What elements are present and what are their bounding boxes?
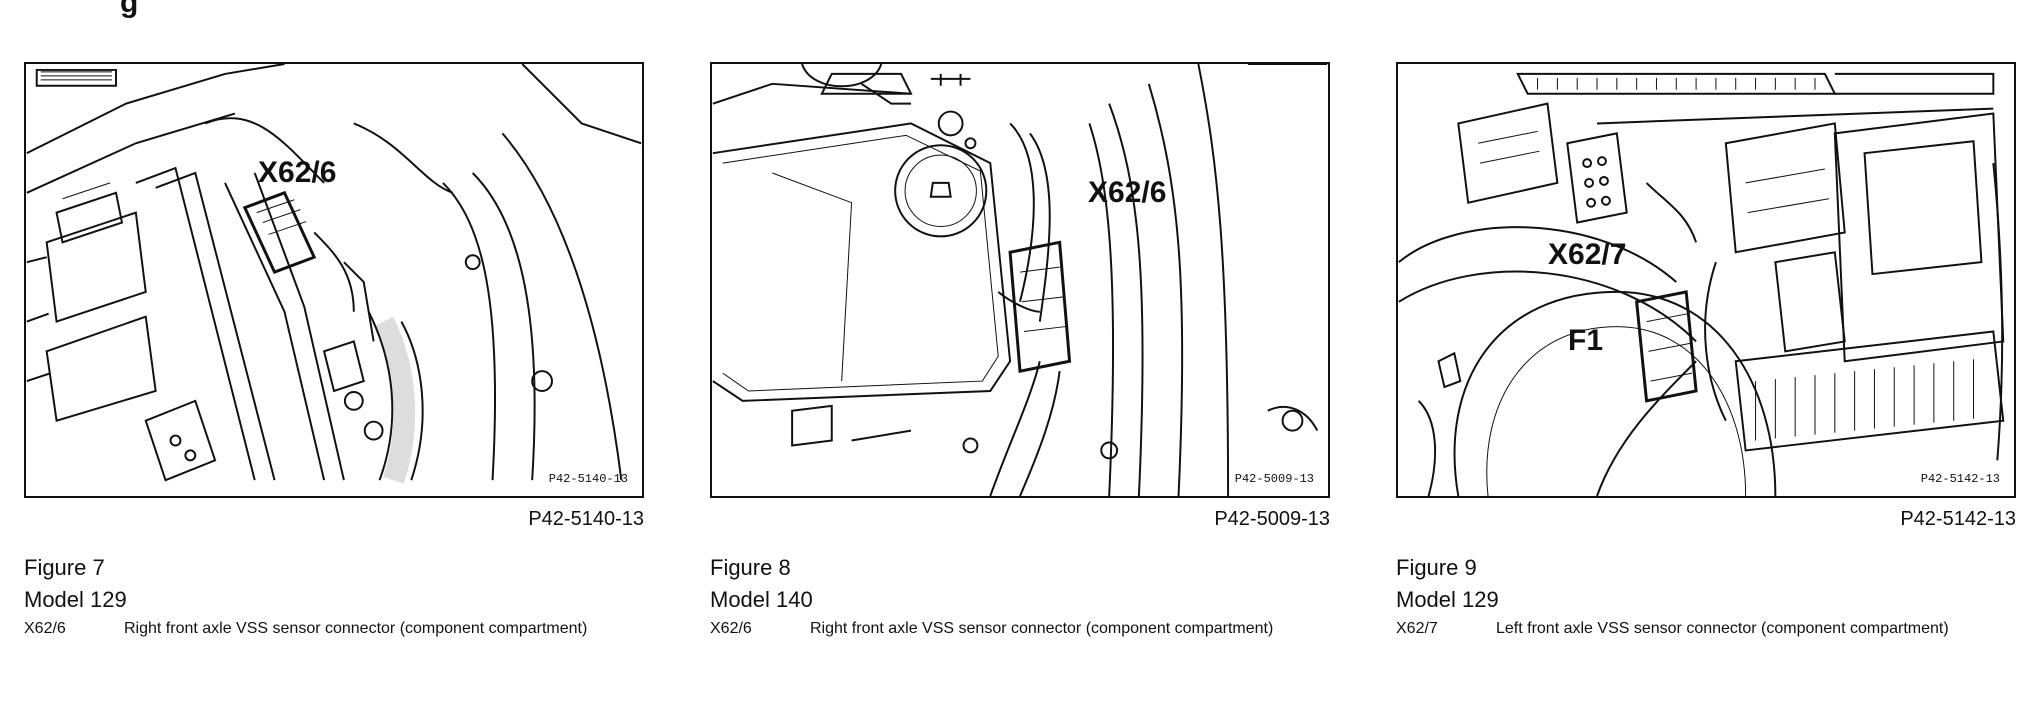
model-label: Model 129: [24, 587, 127, 612]
legend-text: Left front axle VSS sensor connector (co…: [1496, 620, 1949, 637]
legend-entry: X62/7 Left front axle VSS sensor connect…: [1396, 618, 2036, 639]
legend-code: X62/6: [710, 620, 752, 637]
legend-text: Right front axle VSS sensor connector (c…: [810, 620, 1274, 637]
figure-inset-code: P42-5009-13: [1234, 472, 1314, 486]
figure-code: P42-5009-13: [1214, 508, 1330, 530]
figure-code: P42-5140-13: [528, 508, 644, 530]
component-compartment-drawing: [712, 64, 1328, 496]
figure-title: Figure 9: [1396, 555, 1477, 580]
legend-code: X62/6: [24, 620, 66, 637]
figure-title: Figure 7: [24, 555, 105, 580]
figure-inset-code: P42-5142-13: [1920, 472, 2000, 486]
legend-entry: X62/6 Right front axle VSS sensor connec…: [710, 618, 1350, 639]
figure-caption: Figure 8 Model 140 X62/6 Right front axl…: [710, 554, 1350, 639]
engine-bay-drawing: [26, 64, 642, 484]
figure-caption: Figure 9 Model 129 X62/7 Left front axle…: [1396, 554, 2036, 639]
legend-entry: X62/6 Right front axle VSS sensor connec…: [24, 618, 664, 639]
legend-code: X62/7: [1396, 620, 1438, 637]
figure-caption: Figure 7 Model 129 X62/6 Right front axl…: [24, 554, 664, 639]
model-label: Model 140: [710, 587, 813, 612]
callout-label: X62/6: [258, 156, 337, 189]
figure-inset-code: P42-5140-13: [548, 472, 628, 486]
fuse-box-area-drawing: [1398, 72, 2005, 496]
section-heading: g: [120, 0, 139, 19]
callout-label: F1: [1568, 324, 1604, 357]
figure-9-illustration: X62/7 F1 P42-5142-13: [1396, 62, 2016, 498]
figure-7-illustration: X62/6 P42-5140-13: [24, 62, 644, 498]
legend-text: Right front axle VSS sensor connector (c…: [124, 620, 588, 637]
callout-label: X62/6: [1088, 176, 1167, 209]
figure-8-illustration: X62/6 P42-5009-13: [710, 62, 1330, 498]
callout-label: X62/7: [1548, 238, 1627, 271]
figure-title: Figure 8: [710, 555, 791, 580]
figure-code: P42-5142-13: [1900, 508, 2016, 530]
model-label: Model 129: [1396, 587, 1499, 612]
